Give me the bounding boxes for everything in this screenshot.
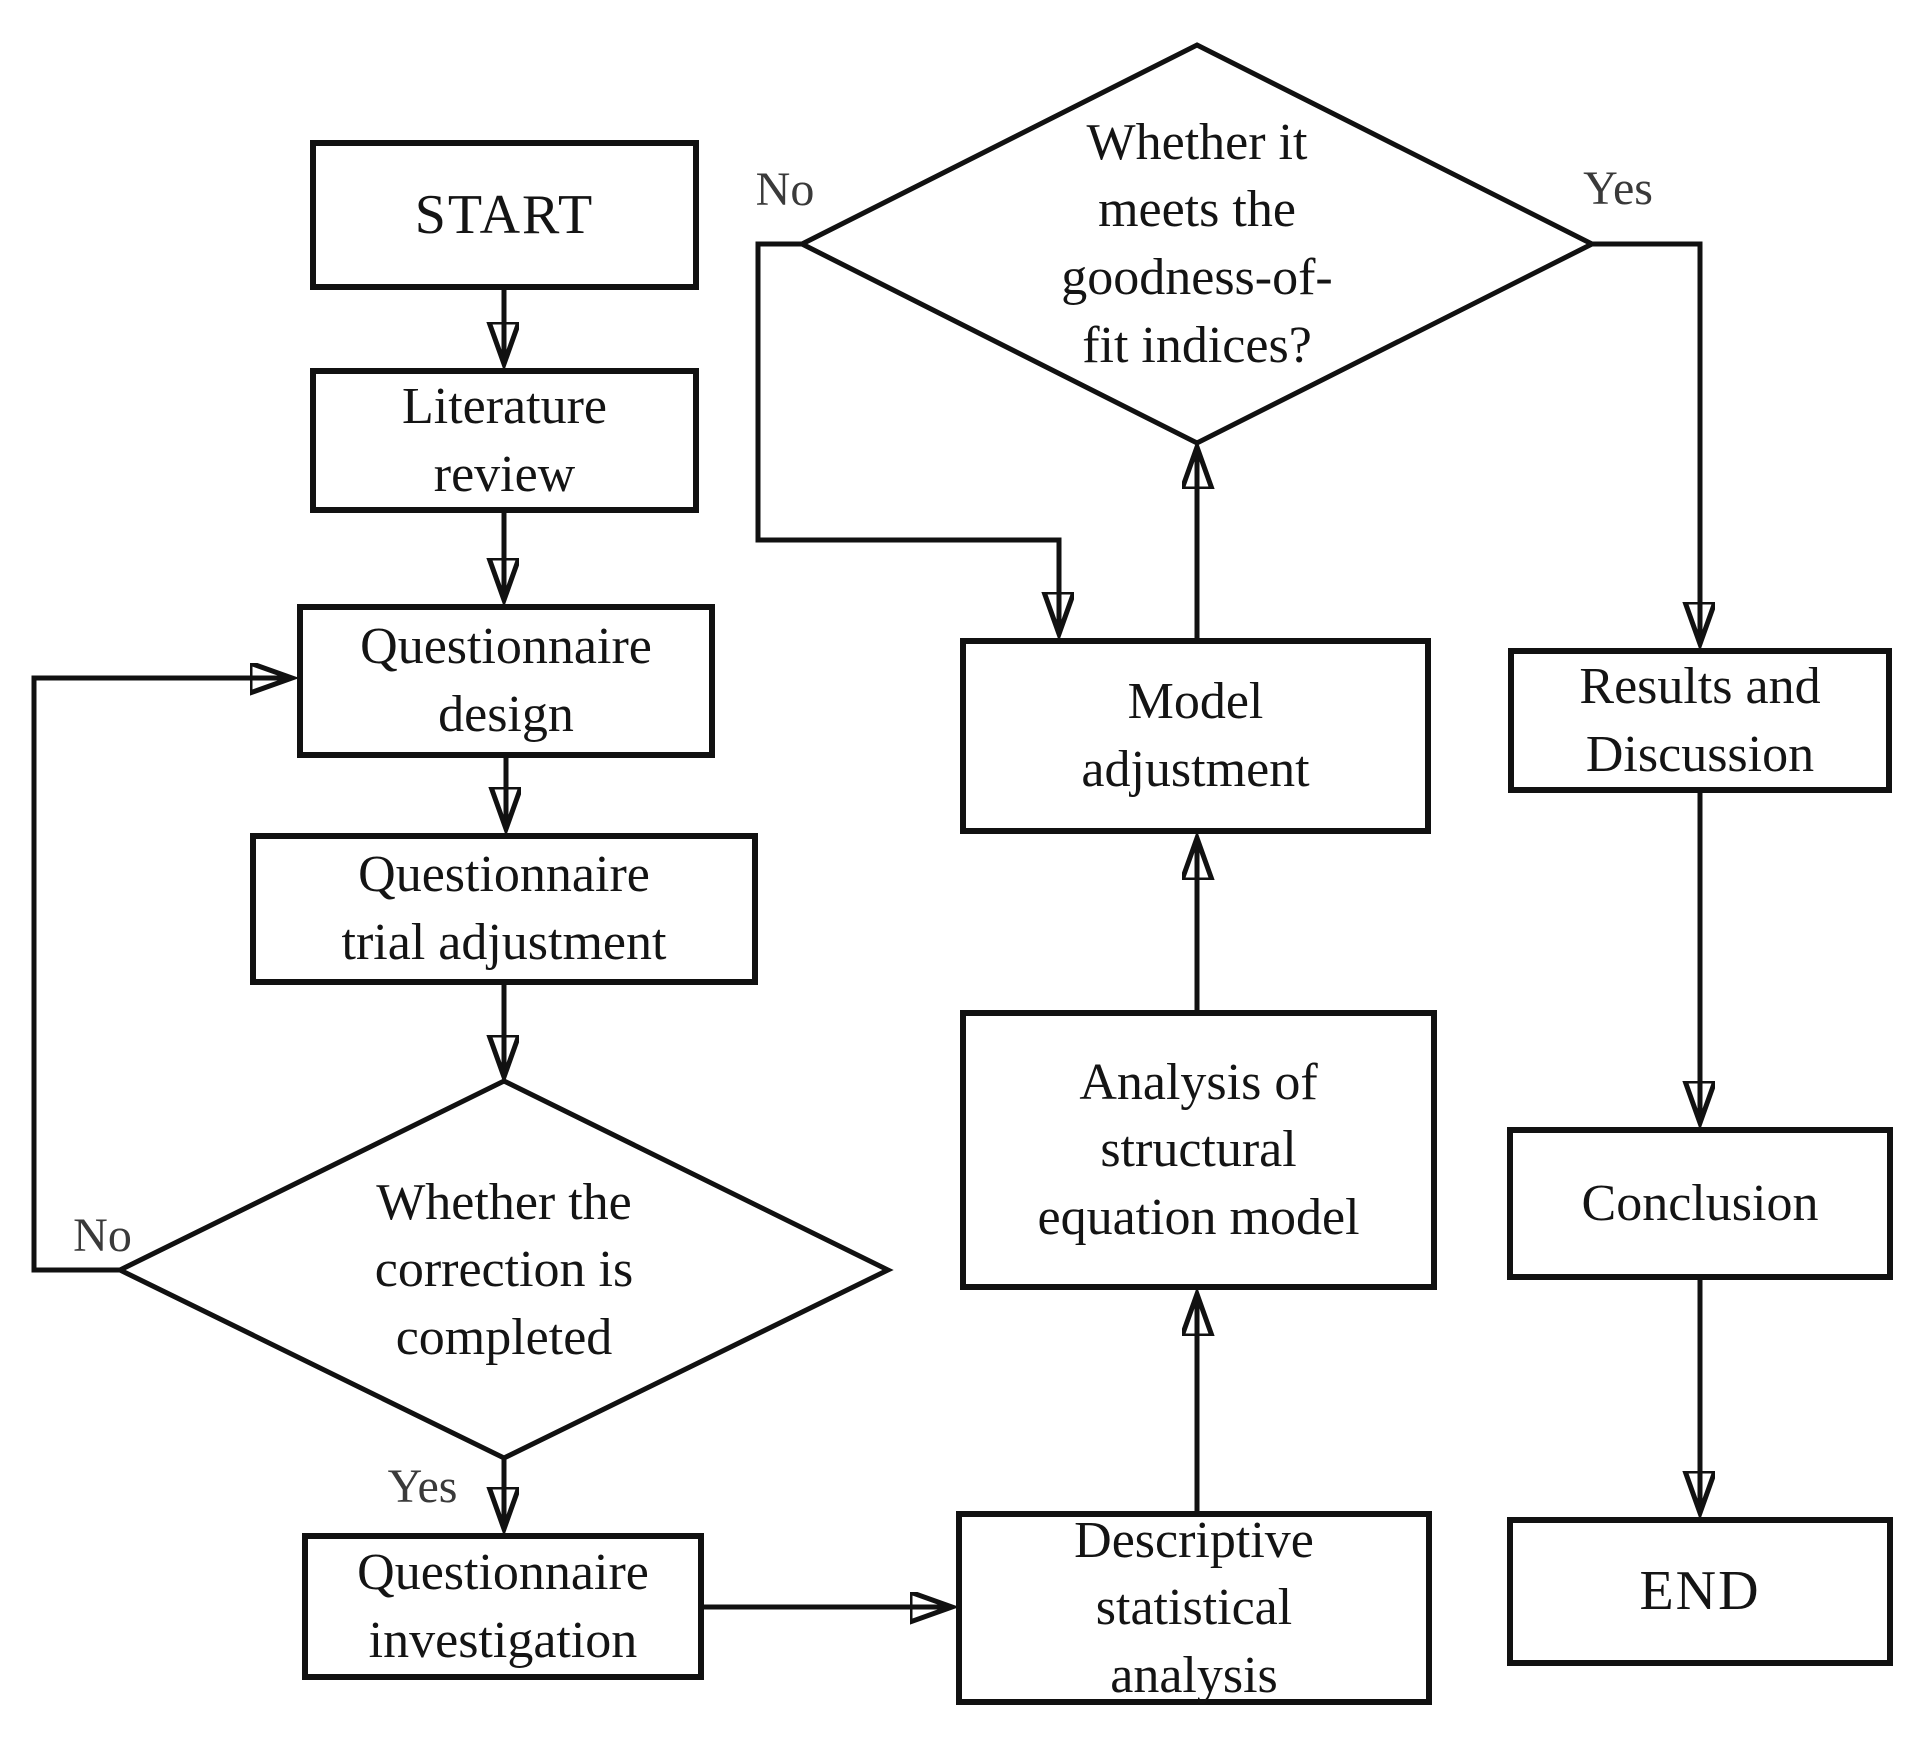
arrow-correction-no-loop-to-questionnaire-design xyxy=(31,678,290,1273)
arrow-goodness-yes-to-results xyxy=(1592,241,1700,642)
node-end: END xyxy=(1507,1517,1893,1666)
node-end-label: END xyxy=(1639,1560,1761,1623)
node-model-adjustment: Model adjustment xyxy=(960,638,1431,834)
node-literature-review-label: Literature review xyxy=(402,377,607,503)
edge-label-correction-yes: Yes xyxy=(387,1459,458,1513)
edge-label-goodness-yes: Yes xyxy=(1583,161,1653,215)
node-questionnaire-design-label: Questionnaire design xyxy=(360,618,652,743)
decision-correction-completed: Whether the correction is completed xyxy=(204,1115,804,1425)
node-start-label: START xyxy=(414,183,595,246)
arrow-goodness-no-loop-to-model-adjustment xyxy=(755,241,1059,632)
decision-goodness-of-fit-label: Whether it meets the goodness-of- fit in… xyxy=(1061,113,1333,374)
node-questionnaire-trial-adjustment: Questionnaire trial adjustment xyxy=(250,833,758,985)
node-conclusion-label: Conclusion xyxy=(1581,1174,1819,1232)
edge-label-goodness-no: No xyxy=(755,162,815,216)
node-results-and-discussion-label: Results and Discussion xyxy=(1579,657,1821,783)
node-descriptive-statistical-analysis: Descriptive statistical analysis xyxy=(956,1511,1432,1705)
node-questionnaire-trial-adjustment-label: Questionnaire trial adjustment xyxy=(341,846,667,971)
node-start: START xyxy=(310,140,699,290)
node-questionnaire-investigation-label: Questionnaire investigation xyxy=(357,1543,649,1669)
node-conclusion: Conclusion xyxy=(1507,1127,1893,1280)
edge-label-correction-no: No xyxy=(73,1208,132,1262)
decision-goodness-of-fit: Whether it meets the goodness-of- fit in… xyxy=(897,84,1497,404)
node-analysis-structural-equation-model: Analysis of structural equation model xyxy=(960,1010,1437,1290)
node-literature-review: Literature review xyxy=(310,368,699,513)
decision-correction-completed-label: Whether the correction is completed xyxy=(374,1173,634,1366)
node-questionnaire-design: Questionnaire design xyxy=(297,604,715,758)
node-descriptive-statistical-analysis-label: Descriptive statistical analysis xyxy=(1074,1511,1314,1704)
node-results-and-discussion: Results and Discussion xyxy=(1508,648,1892,793)
node-questionnaire-investigation: Questionnaire investigation xyxy=(302,1533,704,1680)
node-model-adjustment-label: Model adjustment xyxy=(1081,673,1310,798)
node-analysis-structural-equation-model-label: Analysis of structural equation model xyxy=(1037,1053,1360,1246)
